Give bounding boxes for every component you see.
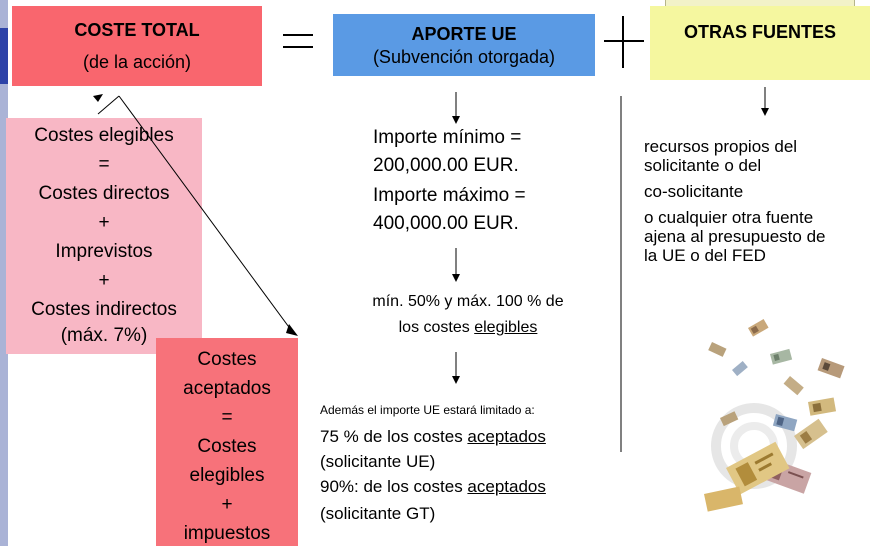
aporte-ue-subtitle: (Subvención otorgada) [372,46,556,67]
costes-aceptados-line-6: + [221,494,233,515]
costes-elegibles-box: Costes elegibles = Costes directos + Imp… [6,118,202,354]
costes-aceptados-box: Costes aceptados = Costes elegibles + im… [156,338,298,546]
flying-euro-banknotes-icon [690,318,858,526]
arrow-total-to-elegibles [97,95,120,115]
costes-elegibles-line-7: Costes indirectos [31,299,177,320]
costes-elegibles-line-3: Costes directos [38,183,170,204]
limitado-intro: Además el importe UE estará limitado a: [320,403,535,417]
coste-total-subtitle: (de la acción) [82,52,192,72]
porcentaje-line-2: los costes elegibles [330,318,606,338]
aporte-ue-title: APORTE UE [411,23,517,44]
arrowhead-importes [452,116,460,124]
costes-aceptados-line-7: impuestos [183,523,271,544]
fuentes-line-4: o cualquier otra fuente [644,208,814,227]
arrowhead-limitado [452,376,460,384]
otras-fuentes-box: OTRAS FUENTES [650,6,870,80]
limitado-line-1: 75 % de los costes aceptados [320,426,546,447]
costes-aceptados-line-2: aceptados [183,378,271,399]
fuentes-line-3: co-solicitante [644,182,744,201]
coste-total-title: COSTE TOTAL [74,20,200,40]
limitado-line-3: 90%: de los costes aceptados [320,476,546,497]
coste-total-box: COSTE TOTAL (de la acción) [12,6,262,86]
equals-symbol [283,34,313,50]
left-decorative-bar [0,0,8,546]
costes-aceptados-line-1: Costes [197,349,257,370]
importe-maximo-line-1: Importe máximo = [373,185,526,206]
left-bar-accent [0,28,8,84]
limitado-line-1-underlined: aceptados [467,427,546,446]
arrowhead-total [93,94,103,102]
importe-maximo-line-2: 400,000.00 EUR. [373,213,519,234]
porcentaje-line-2-prefix: los costes [398,319,475,336]
costes-aceptados-line-4: Costes [197,436,257,457]
costes-elegibles-line-8: (máx. 7%) [60,325,148,346]
otras-fuentes-title: OTRAS FUENTES [683,22,836,42]
costes-elegibles-line-2: = [98,154,110,175]
arrow-total-to-aceptados [118,95,295,335]
arrowhead-aceptados [286,324,298,336]
porcentaje-line-1: mín. 50% y máx. 100 % de [372,293,564,310]
limitado-line-4: (solicitante GT) [320,504,436,523]
costes-elegibles-line-4: + [98,212,110,233]
costes-aceptados-line-5: elegibles [189,465,265,486]
arrowhead-porcentaje [452,274,460,282]
porcentaje-line-2-underlined: elegibles [474,319,538,336]
fuentes-line-6: la UE o del FED [644,246,766,265]
costes-elegibles-line-5: Imprevistos [55,241,153,262]
importe-minimo-line-2: 200,000.00 EUR. [373,155,519,176]
costes-elegibles-line-1: Costes elegibles [34,125,174,146]
fuentes-line-5: ajena al presupuesto de [644,227,826,246]
limitado-line-2: (solicitante UE) [320,452,436,471]
arrowhead-fuentes [761,108,769,116]
fuentes-line-1: recursos propios del [644,137,798,156]
plus-symbol [604,16,644,68]
limitado-line-3-underlined: aceptados [467,477,546,496]
aporte-ue-box: APORTE UE (Subvención otorgada) [333,14,595,76]
fuentes-line-2: solicitante o del [644,156,762,175]
limitado-line-1-prefix: 75 % de los costes [320,427,468,446]
limitado-line-3-prefix: 90%: de los costes [320,477,468,496]
importe-minimo-line-1: Importe mínimo = [373,127,522,148]
costes-elegibles-line-6: + [98,270,110,291]
costes-aceptados-line-3: = [221,407,233,428]
